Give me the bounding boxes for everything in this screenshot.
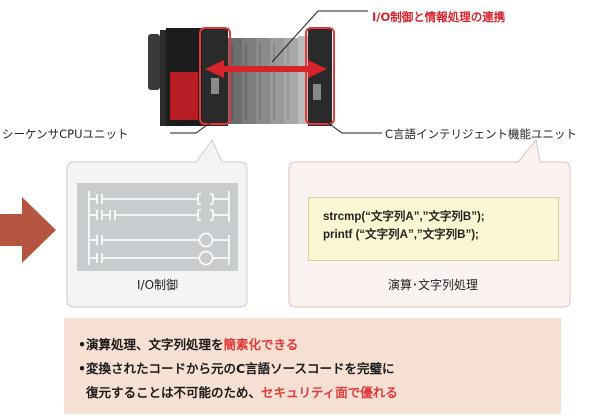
benefits-box: •演算処理、文字列処理を簡素化できる •変換されたコードから元のC言語ソースコー… — [64, 318, 561, 414]
io-control-caption: I/O制御 — [136, 278, 179, 292]
cpu-unit-label: シーケンサCPUユニット — [2, 127, 129, 141]
calc-caption: 演算･文字列処理 — [387, 278, 478, 292]
benefit-item: •演算処理、文字列処理を簡素化できる — [78, 337, 299, 352]
cpu-highlight-box — [199, 27, 231, 125]
link-arrow-icon — [205, 60, 327, 78]
c-unit-label: C言語インテリジェント機能ユニット — [385, 127, 578, 141]
link-callout-title: I/O制御と情報処理の連携 — [372, 10, 506, 24]
flow-arrow-icon — [0, 197, 56, 263]
code-sample-box: strcmp(“文字列A”,”文字列B”); printf (“文字列A”,”文… — [308, 197, 559, 261]
io-control-panel — [66, 139, 248, 308]
ladder-diagram — [88, 191, 230, 266]
benefit-item: •変換されたコードから元のC言語ソースコードを完璧に — [78, 361, 395, 376]
plc-rack — [148, 28, 332, 126]
code-line: strcmp(“文字列A”,”文字列B”); — [323, 211, 485, 223]
benefit-item: 復元することは不可能のため、セキュリティ面で優れる — [86, 385, 398, 400]
c-unit-highlight-box — [305, 27, 335, 125]
code-line: printf (“文字列A”,”文字列B”); — [323, 229, 479, 241]
